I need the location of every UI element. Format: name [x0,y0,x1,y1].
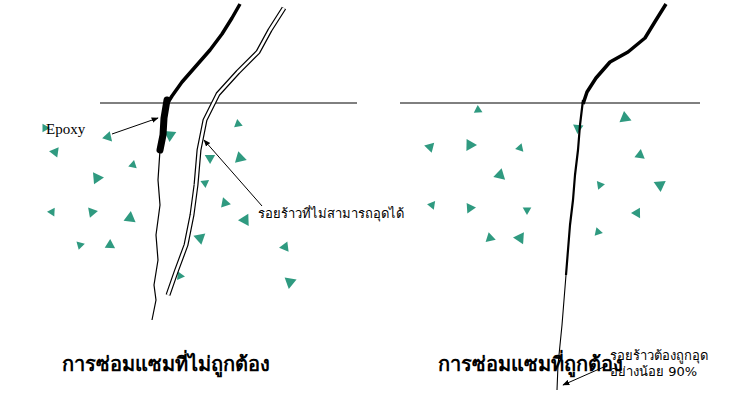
aggregate [466,139,477,151]
concrete-surface [400,103,700,104]
crack [583,4,666,104]
aggregate [486,232,496,242]
concrete-surface [100,103,357,104]
aggregate [515,143,523,151]
aggregate [49,147,59,157]
callout-label: รอยร้าวที่ไม่สามารถอุดได้ [258,206,408,222]
aggregate [205,155,215,164]
aggregate [597,181,605,190]
filled-crack [566,100,583,275]
caption: การซ่อมแซมที่ไม่ถูกต้อง [62,352,270,377]
epoxy-fill [160,100,167,150]
leader-arrow [112,118,158,134]
unfilled-crack-tip [152,150,160,320]
aggregate [631,208,640,218]
aggregate [76,241,84,249]
aggregate [128,160,136,168]
aggregate [523,208,532,216]
aggregate [634,149,644,159]
aggregate [474,105,483,113]
aggregate [235,151,247,163]
aggregate [427,201,435,210]
aggregate [279,241,289,251]
aggregate [285,278,297,289]
aggregate [493,168,505,180]
aggregate [654,181,666,192]
caption: การซ่อมแซมที่ถูกต้อง [438,352,623,377]
aggregate [193,233,205,244]
aggregate [124,211,136,222]
callout-label: รอยร้าวต้องถูกอุด อย่างน้อย 90% [610,348,735,381]
aggregate [221,197,231,207]
crack [167,4,240,104]
aggregate [88,207,98,217]
aggregate [513,232,524,244]
aggregate [467,203,476,213]
aggregate [105,239,115,248]
unfilled-crack [168,8,284,295]
aggregate [234,119,243,127]
aggregate [93,172,104,184]
aggregate [619,111,631,122]
unfilled-crack-gap [168,8,284,295]
leader-arrow [204,140,262,206]
aggregate [573,125,583,134]
aggregate [424,143,434,153]
aggregate [238,214,249,226]
callout-label: Epoxy [46,120,85,139]
aggregate [47,208,55,217]
aggregate [200,180,209,188]
aggregate [102,131,112,141]
aggregate [595,227,603,235]
